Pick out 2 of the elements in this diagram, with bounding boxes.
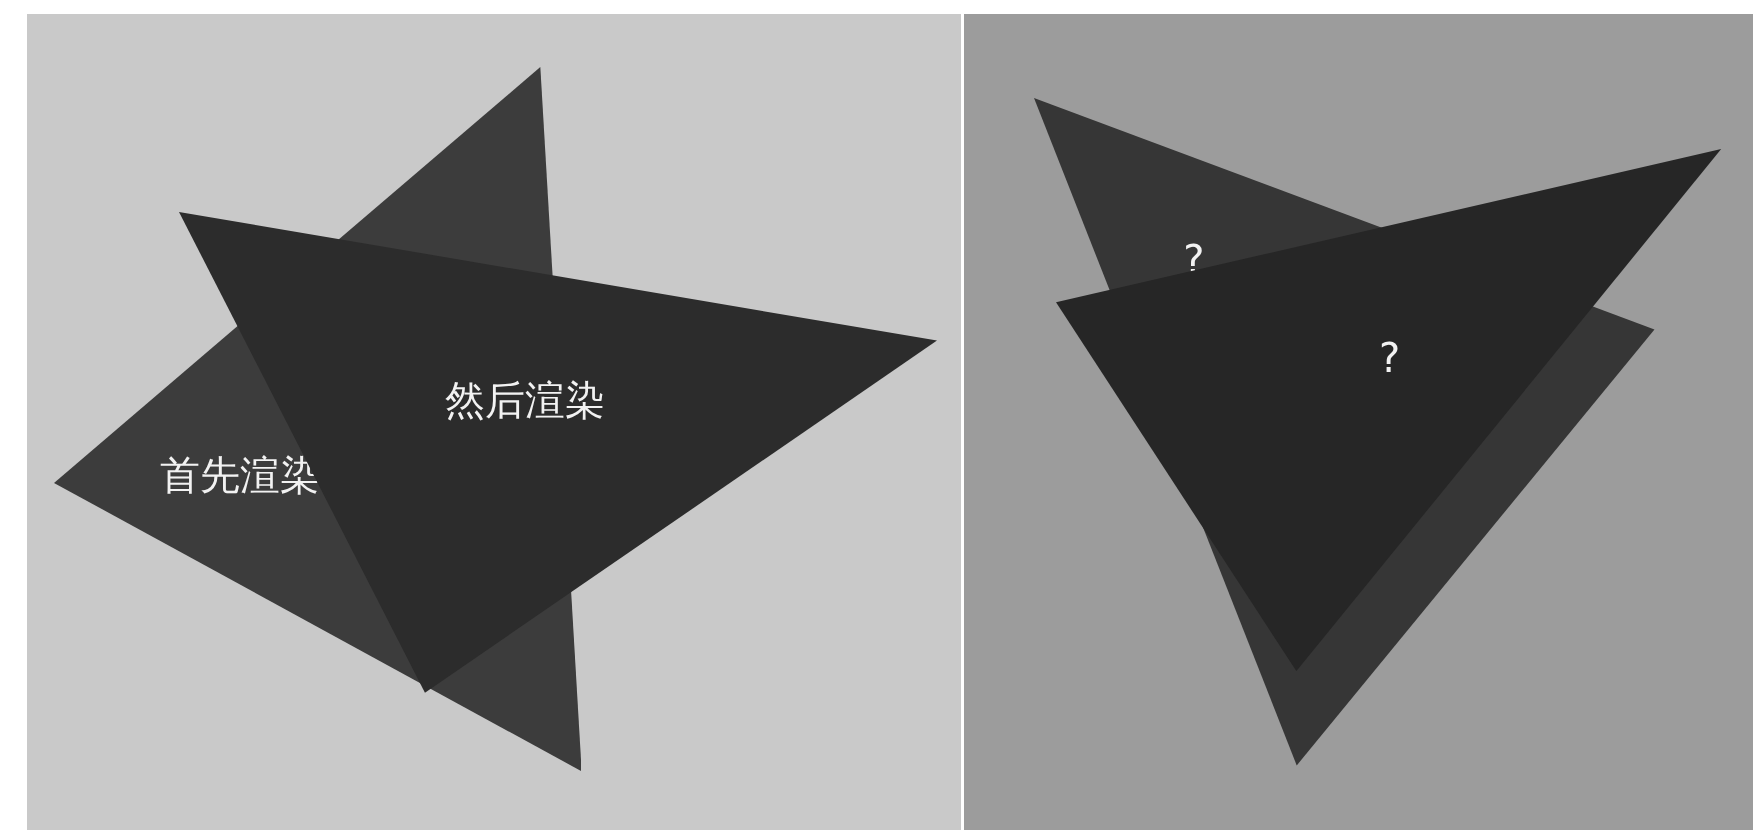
- shape-label: 然后渲染: [445, 375, 606, 425]
- shape-label: ?: [1379, 334, 1401, 381]
